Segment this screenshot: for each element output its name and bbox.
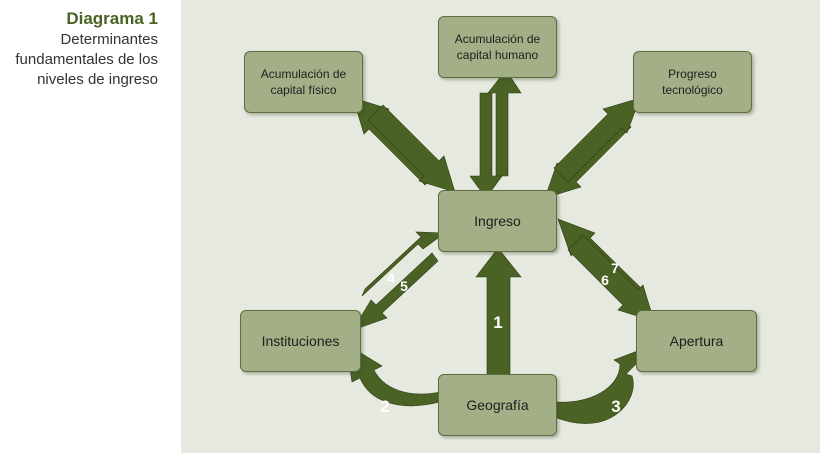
- arrow-number-1: 1: [493, 313, 502, 332]
- node-capital-humano-line-2: capital humano: [456, 48, 539, 62]
- arrow-number-4: 4: [387, 270, 395, 286]
- caption-subtitle-line-2: fundamentales de los: [15, 51, 158, 68]
- node-capital-humano: Acumulación de capital humano: [438, 16, 557, 78]
- arrow-ingreso-to-progreso: [553, 97, 641, 183]
- arrow-capital-fisico-to-ingreso: [367, 104, 456, 193]
- arrow-ingreso-to-capital-humano: [487, 69, 522, 177]
- node-ingreso: Ingreso: [438, 190, 557, 252]
- node-apertura-label: Apertura: [669, 333, 724, 349]
- node-progreso-line-1: Progreso: [668, 67, 717, 81]
- arrow-4-instituciones-to-ingreso: [361, 231, 446, 297]
- diagram-panel: 1 2 3 4 5 6 7 Acumulación de capital físi…: [181, 0, 820, 453]
- node-apertura: Apertura: [636, 310, 757, 372]
- node-capital-fisico-line-1: Acumulación de: [260, 67, 347, 81]
- arrow-1-geografia-to-ingreso: [475, 247, 522, 379]
- node-instituciones: Instituciones: [240, 310, 361, 372]
- caption-subtitle-line-1: Determinantes: [60, 31, 158, 48]
- arrow-5-ingreso-to-instituciones: [352, 252, 439, 331]
- arrow-6-ingreso-to-apertura: [567, 234, 655, 322]
- diagram-caption: Diagrama 1 Determinantes fundamentales d…: [0, 8, 158, 90]
- node-ingreso-label: Ingreso: [474, 213, 521, 229]
- caption-subtitle-line-3: niveles de ingreso: [37, 71, 158, 88]
- arrow-capital-humano-to-ingreso: [469, 92, 503, 199]
- arrow-number-6: 6: [601, 272, 609, 288]
- node-geografia: Geografía: [438, 374, 557, 436]
- node-progreso-line-2: tecnológico: [662, 83, 723, 97]
- diagram-arrows: 1 2 3 4 5 6 7: [345, 69, 657, 424]
- node-capital-fisico-line-2: capital físico: [270, 83, 337, 97]
- arrow-number-3: 3: [611, 397, 620, 416]
- node-progreso-tecnologico: Progreso tecnológico: [633, 51, 752, 113]
- caption-title: Diagrama 1: [66, 9, 158, 28]
- node-capital-humano-line-1: Acumulación de: [454, 32, 541, 46]
- arrow-number-5: 5: [400, 278, 408, 294]
- arrow-number-7: 7: [611, 260, 619, 276]
- arrow-number-2: 2: [380, 397, 389, 416]
- node-capital-fisico: Acumulación de capital físico: [244, 51, 363, 113]
- node-instituciones-label: Instituciones: [261, 333, 340, 349]
- node-geografia-label: Geografía: [466, 397, 529, 413]
